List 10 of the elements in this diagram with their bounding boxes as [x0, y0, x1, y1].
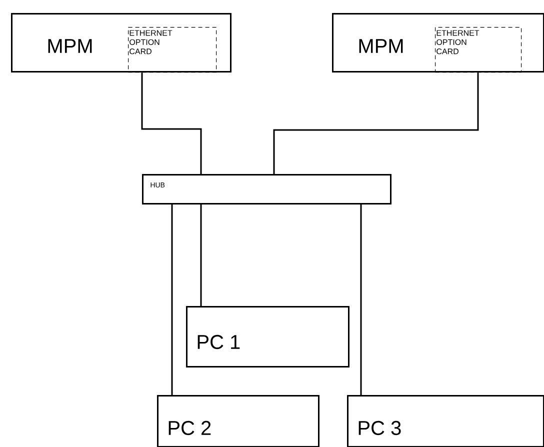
connector-line — [360, 204, 362, 395]
connector-line — [171, 204, 173, 395]
pc-box: PC 2 — [157, 395, 320, 447]
connector-line — [141, 72, 202, 174]
option-card-box: ETHERNET OPTION CARD — [128, 27, 217, 73]
pc-box: PC 1 — [186, 306, 350, 368]
option-card-box: ETHERNET OPTION CARD — [435, 27, 522, 73]
connector-line — [200, 204, 202, 306]
pc-box: PC 3 — [347, 395, 544, 447]
connector-line — [273, 72, 479, 174]
